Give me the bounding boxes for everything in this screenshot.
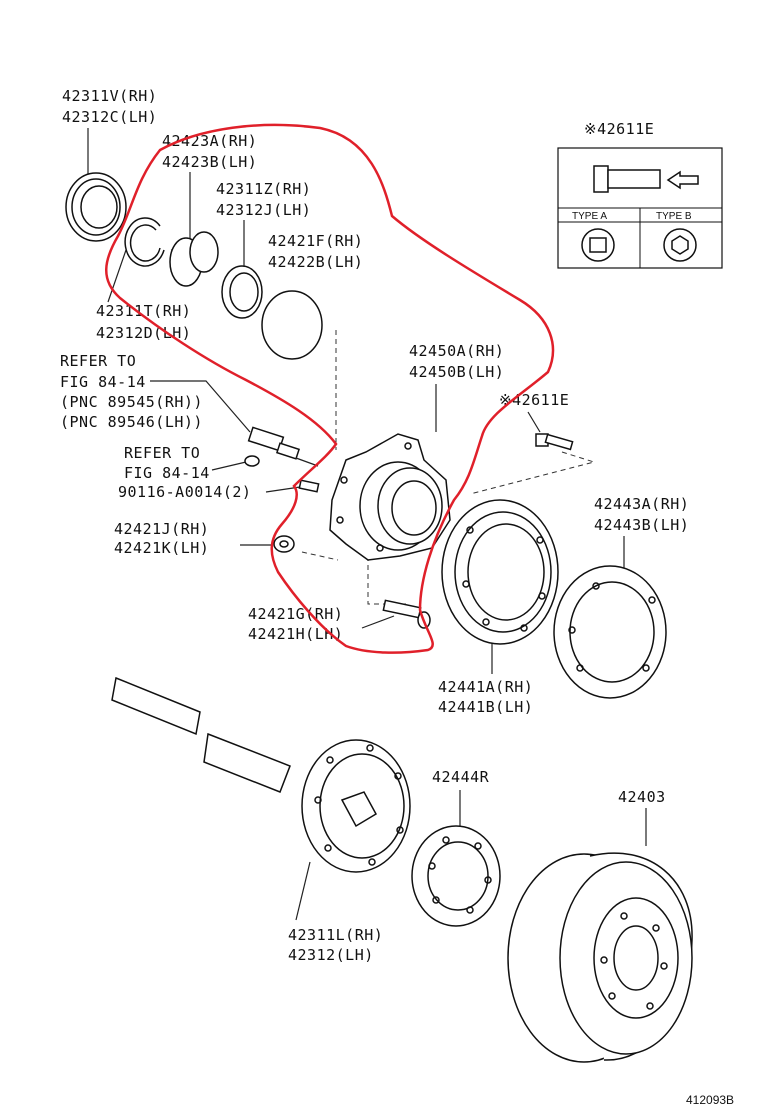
svg-text:FIG 84-14: FIG 84-14 — [124, 464, 210, 482]
svg-text:42312J(LH): 42312J(LH) — [216, 201, 311, 219]
nut — [273, 535, 295, 553]
hub-bolt-inset: TYPE A TYPE B — [557, 147, 723, 269]
svg-text:42311T(RH): 42311T(RH) — [96, 302, 191, 320]
o-ring — [261, 290, 323, 360]
oil-seal-outer — [65, 172, 127, 242]
svg-text:42443A(RH): 42443A(RH) — [594, 495, 689, 513]
label-o-ring: 42421F(RH) 42422B(LH) — [268, 232, 363, 271]
figure-id: 412093B — [686, 1093, 734, 1107]
stud-bolt — [382, 599, 431, 629]
bolt-small — [298, 479, 320, 493]
label-bolt: 90116-A0014(2) — [118, 483, 251, 501]
backing-plate — [441, 499, 559, 645]
svg-text:REFER TO: REFER TO — [124, 444, 200, 462]
gasket — [553, 565, 667, 699]
label-bearing: 42423A(RH) 42423B(LH) — [162, 132, 257, 171]
label-refer-sensor: REFER TO FIG 84-14 (PNC 89545(RH)) (PNC … — [60, 352, 203, 431]
svg-text:42441B(LH): 42441B(LH) — [438, 698, 533, 716]
inset-bolt — [593, 165, 699, 193]
svg-text:42421J(RH): 42421J(RH) — [114, 520, 209, 538]
svg-text:42312C(LH): 42312C(LH) — [62, 108, 157, 126]
axle-shaft — [111, 676, 411, 873]
label-nut: 42421J(RH) 42421K(LH) — [114, 520, 209, 557]
svg-text:42421K(LH): 42421K(LH) — [114, 539, 209, 557]
svg-text:42311Z(RH): 42311Z(RH) — [216, 180, 311, 198]
label-hub: 42450A(RH) 42450B(LH) — [409, 342, 504, 381]
label-axle-shaft: 42311L(RH) 42312(LH) — [288, 926, 383, 964]
sensor-clip — [244, 455, 260, 467]
svg-text:42423B(LH): 42423B(LH) — [162, 153, 257, 171]
svg-text:42422B(LH): 42422B(LH) — [268, 253, 363, 271]
svg-text:42421H(LH): 42421H(LH) — [248, 625, 343, 643]
hub-bolt — [535, 433, 574, 451]
type-a-head — [581, 228, 615, 262]
svg-text:42312(LH): 42312(LH) — [288, 946, 374, 964]
svg-text:42450B(LH): 42450B(LH) — [409, 363, 504, 381]
label-shim: 42444R — [432, 768, 490, 786]
oil-seal-inner — [221, 265, 263, 319]
svg-text:(PNC 89545(RH)): (PNC 89545(RH)) — [60, 393, 203, 411]
label-seal-inner: 42311Z(RH) 42312J(LH) — [216, 180, 311, 219]
speed-sensor — [247, 426, 319, 467]
svg-text:42450A(RH): 42450A(RH) — [409, 342, 504, 360]
label-seal-outer: 42311V(RH) 42312C(LH) — [62, 87, 157, 126]
hub-assembly — [329, 433, 451, 561]
svg-text:42311L(RH): 42311L(RH) — [288, 926, 383, 944]
label-gasket: 42443A(RH) 42443B(LH) — [594, 495, 689, 534]
svg-text:FIG 84-14: FIG 84-14 — [60, 373, 146, 391]
label-refer-clip: REFER TO FIG 84-14 — [124, 444, 210, 482]
svg-text:42312D(LH): 42312D(LH) — [96, 324, 191, 342]
label-drum: 42403 — [618, 788, 666, 806]
label-backing-plate: 42441A(RH) 42441B(LH) — [438, 678, 533, 716]
svg-text:42311V(RH): 42311V(RH) — [62, 87, 157, 105]
svg-text:42441A(RH): 42441A(RH) — [438, 678, 533, 696]
svg-text:42421F(RH): 42421F(RH) — [268, 232, 363, 250]
shim — [411, 825, 501, 927]
svg-text:42443B(LH): 42443B(LH) — [594, 516, 689, 534]
svg-text:42421G(RH): 42421G(RH) — [248, 605, 343, 623]
svg-text:42423A(RH): 42423A(RH) — [162, 132, 257, 150]
svg-text:REFER TO: REFER TO — [60, 352, 136, 370]
label-type-a: TYPE A — [572, 211, 607, 222]
brake-drum — [507, 852, 693, 1063]
label-type-b: TYPE B — [656, 211, 692, 222]
bearing — [169, 231, 219, 287]
snap-ring — [124, 217, 165, 267]
svg-text:(PNC 89546(LH)): (PNC 89546(LH)) — [60, 413, 203, 431]
label-hub-bolt-top: ※42611E — [584, 120, 654, 138]
label-snap-ring: 42311T(RH) 42312D(LH) — [96, 302, 191, 342]
type-b-head — [663, 228, 697, 262]
highlight-outline — [105, 123, 555, 654]
label-hub-bolt-mid: ※42611E — [499, 391, 569, 409]
label-stud: 42421G(RH) 42421H(LH) — [248, 605, 343, 643]
